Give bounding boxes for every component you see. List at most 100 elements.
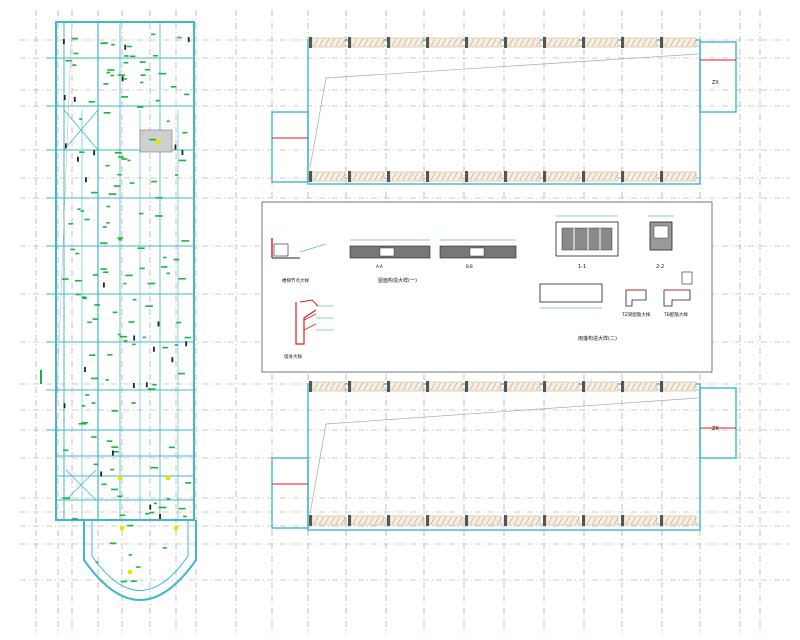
- dimension-mark: [62, 278, 69, 280]
- dimension-mark: [99, 242, 108, 244]
- dimension-mark: [72, 64, 77, 66]
- column-mark: [153, 346, 155, 352]
- dimension-mark: [184, 93, 190, 96]
- hatch-stroke: [413, 172, 419, 181]
- dimension-mark: [117, 237, 124, 239]
- dimension-mark: [149, 511, 155, 514]
- hatch-stroke: [319, 516, 324, 525]
- hatch-stroke: [469, 516, 475, 525]
- hatch-stroke: [313, 382, 319, 391]
- label-small-b: TB配筋大样: [663, 311, 688, 318]
- hatch-stroke: [480, 172, 486, 181]
- dimension-mark: [123, 61, 129, 64]
- hatch-stroke: [547, 382, 553, 391]
- pier-mark: [309, 37, 312, 48]
- hatch-stroke: [592, 516, 597, 525]
- dimension-mark: [129, 182, 135, 184]
- dimension-mark: [176, 321, 182, 324]
- pier-mark: [426, 515, 429, 526]
- pier-mark: [348, 171, 351, 182]
- hatch-stroke: [319, 172, 324, 181]
- hatch-stroke: [480, 38, 486, 47]
- column-mark: [121, 76, 124, 82]
- hatch-stroke: [469, 38, 475, 47]
- dimension-mark: [184, 336, 191, 339]
- dimension-mark: [106, 205, 111, 208]
- dimension-mark: [93, 463, 98, 466]
- hatch-stroke: [636, 38, 642, 47]
- hatch-stroke: [452, 382, 458, 391]
- dimension-mark: [126, 45, 132, 48]
- bottom-plan-hatch-row-bottom: [309, 515, 697, 526]
- detail-l-shapes: TZ梁配筋大样 TB配筋大样: [621, 271, 693, 318]
- dimension-mark: [144, 68, 151, 71]
- hatch-stroke: [441, 172, 447, 181]
- pier-mark: [465, 37, 468, 48]
- hatch-stroke: [597, 516, 603, 525]
- hatch-stroke: [413, 382, 419, 391]
- hatch-stroke: [508, 516, 514, 525]
- dimension-mark: [121, 96, 129, 98]
- detail-section-1-1: 1-1: [555, 215, 619, 270]
- hatch-stroke: [358, 516, 363, 525]
- pier-mark: [582, 171, 585, 182]
- dimension-mark: [92, 318, 99, 320]
- bottom-plan-label: ZX: [712, 426, 719, 432]
- hatch-stroke: [341, 382, 346, 391]
- hatch-stroke: [569, 172, 575, 181]
- top-plan-hatch-row-bottom: [309, 171, 697, 182]
- hatch-stroke: [363, 38, 369, 47]
- dimension-mark: [130, 55, 136, 58]
- hatch-stroke: [675, 172, 681, 181]
- hatch-stroke: [636, 516, 642, 525]
- hatch-stroke: [486, 172, 491, 181]
- hatch-stroke: [452, 172, 458, 181]
- detail-beam-2: B-B: [439, 239, 517, 269]
- dimension-mark: [132, 298, 137, 301]
- hatch-stroke: [380, 382, 385, 391]
- hatch-stroke: [419, 516, 424, 525]
- pier-mark: [348, 515, 351, 526]
- hatch-stroke: [553, 38, 558, 47]
- hatch-stroke: [335, 38, 341, 47]
- dimension-mark: [106, 71, 111, 74]
- column-mark: [85, 177, 87, 183]
- hatch-stroke: [475, 172, 480, 181]
- hatch-stroke: [653, 172, 658, 181]
- dimension-mark: [119, 514, 126, 517]
- hatch-stroke: [380, 38, 385, 47]
- hatch-stroke: [330, 516, 335, 525]
- column-mark: [187, 37, 190, 43]
- dimension-mark: [118, 238, 122, 241]
- hatch-stroke: [569, 38, 575, 47]
- pier-mark: [504, 515, 507, 526]
- hatch-stroke: [558, 516, 564, 525]
- top-plan-label: ZX: [712, 80, 719, 86]
- hatch-stroke: [564, 516, 569, 525]
- dimension-mark: [178, 277, 186, 280]
- hatch-stroke: [408, 172, 413, 181]
- hatch-stroke: [491, 172, 497, 181]
- hatch-stroke: [547, 172, 553, 181]
- dimension-mark: [82, 297, 87, 300]
- marker: [127, 569, 133, 575]
- hatch-stroke: [369, 172, 374, 181]
- hatch-stroke: [408, 38, 413, 47]
- hatch-stroke: [608, 516, 614, 525]
- column-mark: [185, 341, 188, 347]
- hatch-stroke: [675, 516, 681, 525]
- dimension-mark: [168, 446, 175, 449]
- hatch-stroke: [458, 516, 463, 525]
- pier-mark: [582, 381, 585, 392]
- hatch-stroke: [374, 516, 380, 525]
- hatch-stroke: [486, 516, 491, 525]
- detail-small-section: 楼梯节点大样: [271, 238, 327, 284]
- hatch-stroke: [397, 516, 402, 525]
- hatch-stroke: [686, 38, 692, 47]
- hatch-stroke: [525, 382, 530, 391]
- hatch-stroke: [575, 172, 580, 181]
- dimension-mark: [136, 566, 141, 568]
- hatch-stroke: [369, 516, 374, 525]
- dimension-mark: [80, 210, 85, 212]
- hatch-stroke: [363, 516, 369, 525]
